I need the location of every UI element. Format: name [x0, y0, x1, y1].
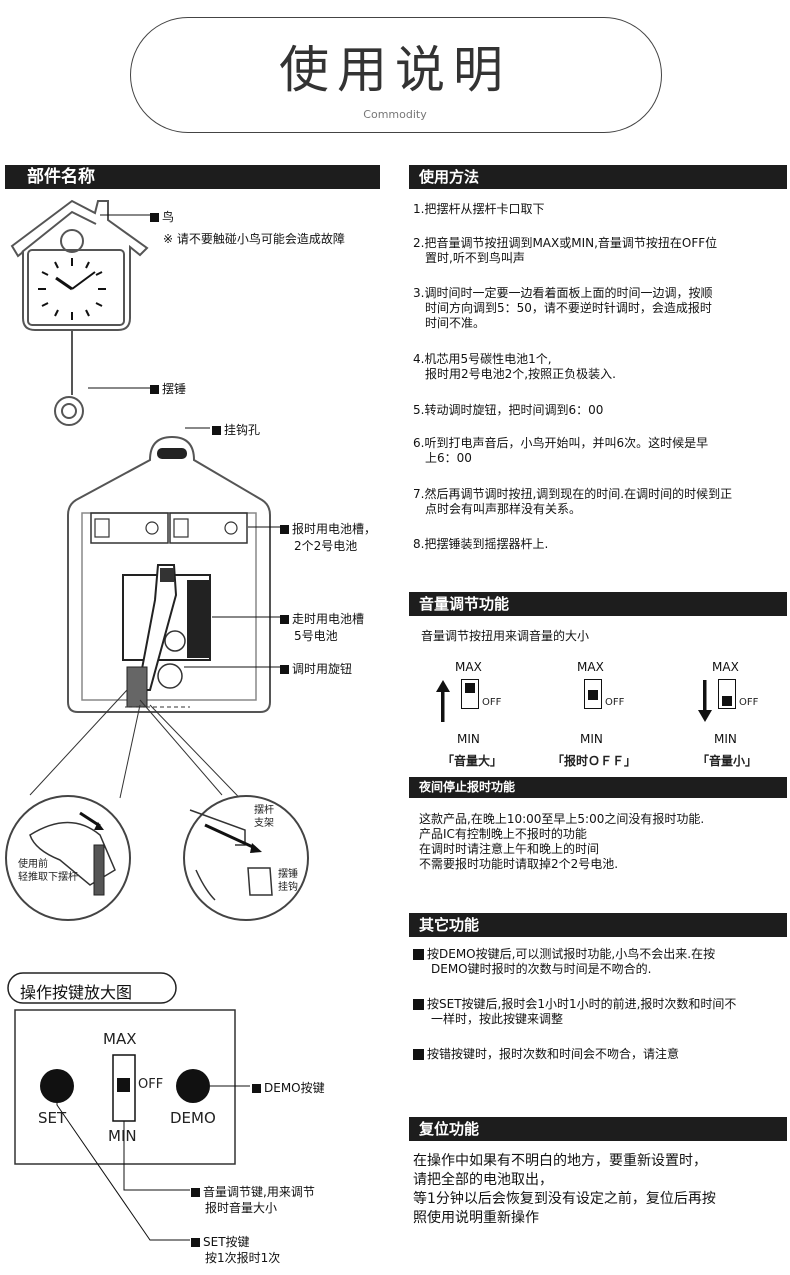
other-item-3: 按错按键时，报时次数和时间会不吻合，请注意	[413, 1047, 785, 1062]
keys-min: MIN	[108, 1127, 137, 1145]
demo-button-label: DEMO	[170, 1109, 216, 1127]
switch-2-min: MIN	[580, 732, 603, 746]
volume-desc: 音量调节按扭用来调音量的大小	[421, 629, 590, 643]
switch-1	[461, 679, 479, 709]
caption-loud: 「音量大」	[442, 754, 503, 768]
label-volume-key: 音量调节键,用来调节报时音量大小	[191, 1184, 315, 1216]
label-bird: 鸟	[150, 208, 174, 225]
label-chime-battery: 报时用电池槽，2个2号电池	[280, 520, 376, 554]
other-heading: 其它功能	[409, 913, 787, 937]
label-adjust-knob: 调时用旋钮	[280, 660, 352, 677]
switch-2	[584, 679, 602, 709]
keys-heading: 操作按键放大图	[20, 983, 133, 1002]
usage-step-7: 7.然后再调节调时按扭,调到现在的时间.在调时间的时候到正点时会有叫声那样没有关…	[413, 487, 733, 516]
parts-heading: 部件名称	[5, 165, 380, 189]
switch-3-off: OFF	[739, 697, 759, 708]
usage-step-6: 6.听到打电声音后，小鸟开始叫，并叫6次。这时候是早上6：00	[413, 436, 709, 465]
usage-step-8: 8.把摆锤装到摇摆器杆上.	[413, 537, 549, 551]
set-button-icon	[40, 1069, 74, 1103]
usage-step-5: 5.转动调时旋钮，把时间调到6：00	[413, 403, 604, 417]
caption-chime-off: 「报时ＯＦＦ」	[552, 754, 637, 768]
label-pendulum: 摆锤	[150, 380, 186, 397]
switch-2-off: OFF	[605, 697, 625, 708]
switch-2-max: MAX	[577, 660, 604, 674]
bracket-note: 摆杆支架	[254, 805, 274, 829]
usage-step-3: 3.调时间时一定要一边看着面板上面的时间一边调，按顺时间方向调到5：50，请不要…	[413, 286, 713, 330]
usage-heading: 使用方法	[409, 165, 787, 189]
usage-step-1: 1.把摆杆从摆杆卡口取下	[413, 202, 545, 216]
page-title: 使用说明	[279, 41, 511, 99]
label-set-key: SET按键按1次报时1次	[191, 1234, 280, 1266]
night-heading: 夜间停止报时功能	[409, 777, 787, 798]
reset-heading: 复位功能	[409, 1117, 787, 1141]
usage-step-2: 2.把音量调节按扭调到MAX或MIN,音量调节按扭在OFF位置时,听不到鸟叫声	[413, 236, 718, 265]
reset-text: 在操作中如果有不明白的地方，要重新设置时，请把全部的电池取出，等1分钟以后会恢复…	[413, 1153, 716, 1226]
night-text: 这款产品,在晚上10:00至早上5:00之间没有报时功能.产品IC有控制晚上不报…	[419, 812, 705, 871]
usage-step-4: 4.机芯用5号碳性电池1个,报时用2号电池2个,按照正负极装入.	[413, 352, 616, 381]
switch-3-min: MIN	[714, 732, 737, 746]
cuckoo-house-outline	[10, 199, 149, 331]
switch-1-min: MIN	[457, 732, 480, 746]
other-item-2: 按SET按键后,报时会1小时1小时的前进,报时次数和时间不一样时，按此按键来调整	[413, 997, 788, 1027]
label-demo-key: DEMO按键	[252, 1079, 325, 1096]
volume-heading: 音量调节功能	[409, 592, 787, 616]
switch-1-max: MAX	[455, 660, 482, 674]
caption-quiet: 「音量小」	[697, 754, 758, 768]
set-button-label: SET	[38, 1109, 67, 1127]
label-hook: 挂钩孔	[212, 421, 260, 438]
header-frame	[130, 17, 662, 133]
page-subtitle: Commodity	[363, 108, 427, 121]
demo-button-icon	[176, 1069, 210, 1103]
switch-3	[718, 679, 736, 709]
switch-1-off: OFF	[482, 697, 502, 708]
hammer-note: 摆锤挂钩	[278, 869, 298, 893]
bird-note: ※ 请不要触碰小鸟可能会造成故障	[163, 232, 345, 246]
back-panel-outline	[67, 435, 271, 713]
keys-max: MAX	[103, 1030, 137, 1048]
switch-3-max: MAX	[712, 660, 739, 674]
keys-off: OFF	[138, 1077, 164, 1092]
before-use-note: 使用前轻推取下摆杆	[18, 859, 78, 883]
adjust-knob-icon	[157, 663, 183, 689]
pendulum-icon	[54, 396, 84, 426]
